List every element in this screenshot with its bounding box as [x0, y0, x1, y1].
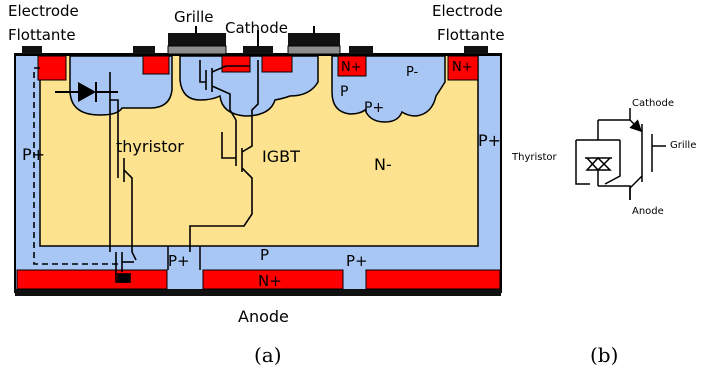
gate-right-oxide	[287, 45, 341, 55]
n-plus-left-electrode	[37, 55, 67, 81]
label-p-bottom: P	[260, 246, 269, 264]
label-p-plus-bottom-right: P+	[346, 252, 368, 270]
label-electrode-right-1: Electrode	[432, 2, 503, 20]
n-plus-cathode-right	[261, 55, 293, 73]
label-sym-grille: Grille	[670, 140, 696, 151]
label-n-minus: N-	[374, 155, 392, 174]
label-electrode-left-1: Electrode	[8, 2, 79, 20]
gate-left	[168, 33, 226, 46]
label-sym-thyristor: Thyristor	[511, 152, 558, 163]
label-p-minus: P-	[406, 65, 419, 80]
label-n-plus-right: N+	[452, 60, 473, 75]
label-p-plus-right: P+	[478, 131, 501, 150]
label-anode: Anode	[238, 307, 289, 326]
igbt-thyristor-symbol	[575, 108, 666, 200]
metal-contact-cathode	[243, 46, 273, 54]
n-plus-right-electrode	[447, 55, 479, 81]
gate-left-oxide	[167, 45, 227, 55]
label-grille: Grille	[174, 8, 214, 26]
label-p-plus-well: P+	[364, 100, 384, 116]
label-n-plus-bottom: N+	[258, 272, 282, 290]
n-plus-bottom-3	[365, 269, 501, 290]
anode-base-line	[15, 289, 501, 296]
thyristor-circuit	[109, 72, 137, 283]
n-plus-bottom-1	[16, 269, 168, 290]
igbt-circuit	[189, 60, 259, 252]
caption-a: (a)	[254, 343, 282, 367]
label-thyristor: thyristor	[116, 137, 184, 156]
diode-symbol	[55, 82, 118, 102]
dashed-current-path	[33, 67, 120, 265]
n-plus-bottom-2	[202, 269, 344, 290]
bottom-p-contact	[167, 246, 201, 270]
n-plus-left-well	[142, 55, 170, 75]
n-plus-right-well	[337, 55, 367, 77]
label-sym-cathode: Cathode	[632, 98, 674, 109]
metal-contact-4	[464, 46, 488, 54]
label-p-plus-bottom-left: P+	[168, 252, 190, 270]
label-n-plus-mid: N+	[341, 60, 362, 75]
label-electrode-left-2: Flottante	[8, 26, 76, 44]
metal-contact-1	[22, 46, 42, 54]
device-cross-section	[14, 26, 502, 296]
label-p-well: P	[340, 84, 348, 100]
label-p-plus-left: P+	[22, 145, 45, 164]
metal-contact-2	[133, 46, 155, 54]
metal-contact-3	[349, 46, 373, 54]
label-cathode: Cathode	[225, 19, 288, 37]
n-plus-cathode-left	[221, 55, 251, 73]
gate-right	[288, 33, 340, 46]
label-electrode-right-2: Flottante	[437, 26, 505, 44]
label-sym-anode: Anode	[632, 206, 664, 217]
top-surface-line	[15, 53, 501, 56]
label-igbt: IGBT	[262, 147, 300, 166]
caption-b: (b)	[590, 343, 618, 367]
